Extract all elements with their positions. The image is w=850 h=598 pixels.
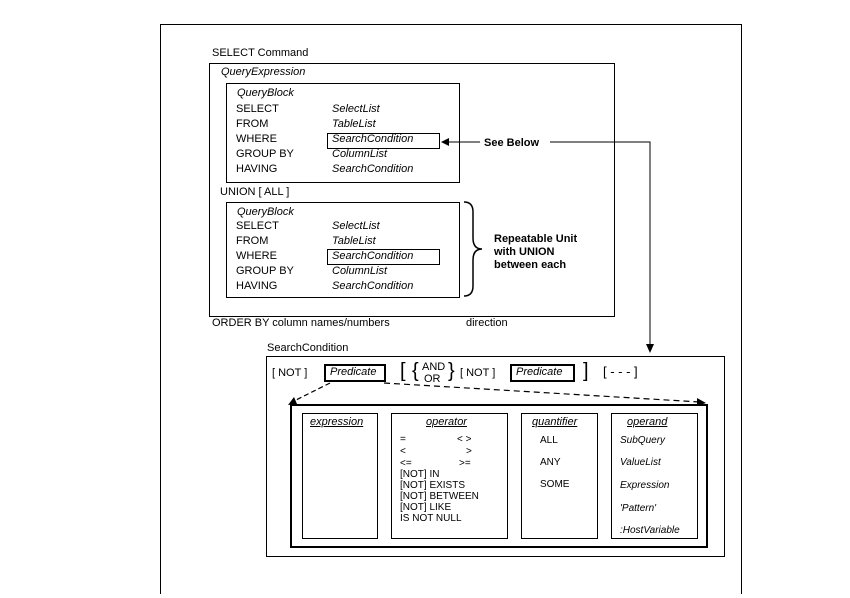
qb1-keyword: GROUP BY [236, 148, 294, 160]
qb2-keyword: GROUP BY [236, 265, 294, 277]
operator-item: = [400, 434, 406, 445]
select-command-title: SELECT Command [212, 47, 309, 59]
qb1-keyword: WHERE [236, 133, 277, 145]
expression-column [302, 413, 378, 539]
quantifier-item: ALL [540, 435, 558, 446]
operator-item: >= [459, 458, 471, 469]
repeatable-unit-line-3: between each [494, 259, 567, 271]
qb2-value: ColumnList [332, 265, 388, 277]
qb1-row-where: WHERE SearchCondition [236, 132, 413, 147]
repeatable-unit-line-2: with UNION [494, 246, 555, 258]
quantifier-item: SOME [540, 479, 570, 490]
operand-item: :HostVariable [620, 525, 680, 536]
qb1-row-select: SELECT SelectList [236, 102, 380, 117]
order-by-label: ORDER BY column names/numbers [212, 317, 390, 329]
qb2-value: SelectList [332, 220, 380, 232]
operator-item: [NOT] LIKE [400, 502, 452, 513]
union-label: UNION [ ALL ] [220, 186, 290, 198]
see-below-label: See Below [484, 137, 540, 149]
qb1-value: SearchCondition [332, 133, 414, 145]
page-frame-right-line [741, 24, 742, 594]
qb2-keyword: SELECT [236, 220, 279, 232]
operand-column [611, 413, 698, 539]
query-block-2-label: QueryBlock [237, 206, 294, 218]
close-bracket: ] [583, 360, 589, 382]
predicate-box-1 [324, 364, 386, 382]
qb2-keyword: HAVING [236, 280, 278, 292]
qb2-row-having: HAVING SearchCondition [236, 279, 413, 294]
qb2-value: SearchCondition [332, 280, 414, 292]
operand-header: operand [627, 416, 668, 428]
qb2-row-select: SELECT SelectList [236, 219, 380, 234]
predicate-detail-box [290, 404, 708, 548]
qb1-value: SearchCondition [332, 163, 414, 175]
qb1-value: SelectList [332, 103, 380, 115]
repeatable-unit-line-1: Repeatable Unit [494, 233, 578, 245]
quantifier-header: quantifier [532, 416, 578, 428]
query-expression-label: QueryExpression [221, 66, 306, 78]
open-brace: { [412, 360, 419, 382]
qb1-row-group-by: GROUP BY ColumnList [236, 147, 387, 162]
qb2-keyword: FROM [236, 235, 269, 247]
qb1-row-having: HAVING SearchCondition [236, 162, 413, 177]
qb1-value: ColumnList [332, 148, 388, 160]
open-bracket: [ [400, 360, 406, 382]
operator-item: IS NOT NULL [400, 513, 462, 524]
repeat-ellipsis: [ - - - ] [603, 364, 638, 379]
operand-item: ValueList [620, 457, 661, 468]
operand-item: 'Pattern' [620, 503, 657, 514]
qb2-search-condition-highlight [327, 249, 440, 265]
predicate-label-1: Predicate [330, 366, 377, 378]
query-block-2 [226, 202, 460, 298]
operator-column [391, 413, 508, 539]
operator-item: > [466, 446, 472, 457]
qb2-keyword: WHERE [236, 250, 277, 262]
direction-label: direction [466, 317, 508, 329]
qb2-row-where: WHERE SearchCondition [236, 249, 413, 264]
qb1-keyword: HAVING [236, 163, 278, 175]
qb1-keyword: SELECT [236, 103, 279, 115]
query-block-1 [226, 83, 460, 183]
operand-item: Expression [620, 480, 670, 491]
qb2-value: SearchCondition [332, 250, 414, 262]
operator-item: [NOT] EXISTS [400, 480, 466, 491]
search-condition-title: SearchCondition [267, 342, 349, 354]
operator-item: [NOT] BETWEEN [400, 491, 479, 502]
quantifier-item: ANY [540, 457, 561, 468]
page-frame-left-line [160, 24, 161, 594]
not-option-2: [ NOT ] [460, 367, 496, 379]
repeatable-brace-icon [463, 201, 483, 297]
not-option-1: [ NOT ] [272, 367, 308, 379]
quantifier-column [521, 413, 598, 539]
operator-item: < > [457, 434, 472, 445]
operator-item: < [400, 446, 406, 457]
qb1-search-condition-highlight [327, 133, 440, 149]
or-option: OR [424, 373, 441, 385]
operator-item: <= [400, 458, 412, 469]
search-condition-box [266, 356, 725, 557]
qb1-value: TableList [332, 118, 376, 130]
qb1-keyword: FROM [236, 118, 269, 130]
qb2-value: TableList [332, 235, 376, 247]
qb2-row-group-by: GROUP BY ColumnList [236, 264, 387, 279]
qb2-row-from: FROM TableList [236, 234, 376, 249]
and-option: AND [422, 361, 446, 373]
query-block-1-label: QueryBlock [237, 87, 294, 99]
close-brace: } [448, 360, 455, 382]
predicate-box-2 [510, 364, 575, 382]
predicate-label-2: Predicate [516, 366, 563, 378]
query-expression-box [209, 63, 615, 317]
qb1-row-from: FROM TableList [236, 117, 376, 132]
operator-item: [NOT] IN [400, 469, 440, 480]
expression-header: expression [310, 416, 364, 428]
operand-item: SubQuery [620, 435, 666, 446]
page-frame-top-line [160, 24, 741, 25]
operator-header: operator [426, 416, 467, 428]
